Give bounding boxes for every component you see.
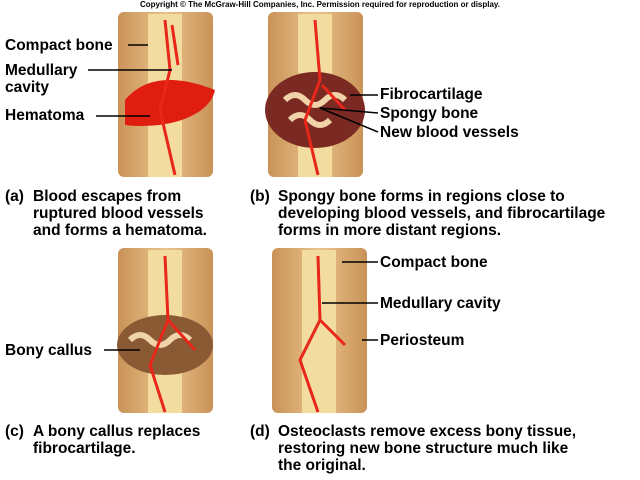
caption-letter: (d): [250, 423, 270, 440]
label-new-blood-vessels: New blood vessels: [380, 124, 519, 141]
caption-text: Spongy bone forms in regions close to de…: [278, 188, 606, 239]
bone-b: [265, 12, 365, 177]
label-spongy-bone: Spongy bone: [380, 105, 479, 122]
label-fibrocartilage: Fibrocartilage: [380, 86, 483, 103]
caption-text: A bony callus replaces fibrocartilage.: [33, 423, 201, 457]
bone-c: [117, 248, 213, 413]
copyright-notice: Copyright © The McGraw-Hill Companies, I…: [139, 0, 501, 9]
label-compact-bone-d: Compact bone: [380, 254, 488, 271]
label-medullary-cavity-a: Medullary cavity: [5, 62, 78, 96]
label-compact-bone-a: Compact bone: [5, 37, 113, 54]
caption-letter: (b): [250, 188, 270, 205]
bone-d: [272, 248, 367, 413]
label-bony-callus: Bony callus: [5, 342, 92, 359]
leader-lines: [88, 44, 379, 351]
caption-text: Blood escapes from ruptured blood vessel…: [33, 188, 207, 239]
bone-a: [118, 12, 215, 177]
label-hematoma: Hematoma: [5, 107, 85, 124]
caption-letter: (c): [5, 423, 24, 440]
label-medullary-cavity-d: Medullary cavity: [380, 295, 501, 312]
caption-letter: (a): [5, 188, 24, 205]
caption-text: Osteoclasts remove excess bony tissue, r…: [278, 423, 577, 474]
label-periosteum: Periosteum: [380, 332, 465, 349]
caption-d: (d) Osteoclasts remove excess bony tissue…: [250, 423, 576, 474]
caption-c: (c) A bony callus replaces fibrocartilage…: [5, 423, 200, 457]
caption-a: (a) Blood escapes from ruptured blood ves…: [5, 188, 207, 239]
caption-b: (b) Spongy bone forms in regions close to…: [250, 188, 605, 239]
